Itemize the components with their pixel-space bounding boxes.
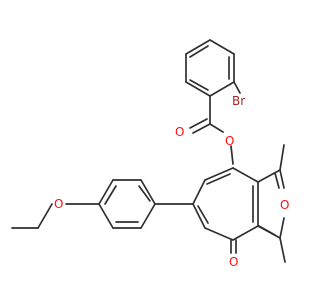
bond xyxy=(279,217,285,239)
bond xyxy=(185,39,211,55)
bond xyxy=(140,203,156,229)
bond xyxy=(98,203,114,229)
bond xyxy=(192,123,211,134)
bond xyxy=(197,205,209,224)
bond xyxy=(279,169,285,189)
structure-svg: Br O O O O O xyxy=(11,39,289,269)
atom-label-layer: Br O O O O O xyxy=(54,94,289,269)
bond xyxy=(204,167,234,181)
bond xyxy=(258,225,276,236)
bond xyxy=(189,45,209,58)
bond-layer xyxy=(11,39,286,263)
bond xyxy=(192,179,206,205)
bond xyxy=(104,185,117,205)
bond xyxy=(230,145,234,165)
atom-ketone-oxygen: O xyxy=(229,255,238,269)
bond xyxy=(138,185,151,202)
bond xyxy=(209,39,235,55)
bond xyxy=(192,203,206,229)
atom-furan-oxygen: O xyxy=(280,198,289,212)
bond xyxy=(274,172,280,189)
bond xyxy=(232,225,259,241)
molecule-diagram: Br O O O O O xyxy=(11,39,289,269)
bond xyxy=(189,79,209,91)
bond xyxy=(209,123,224,133)
atom-ester-oxygen: O xyxy=(225,134,234,148)
atom-ether-oxygen: O xyxy=(54,197,63,211)
atom-ester-carbonyl-oxygen: O xyxy=(175,125,184,139)
bond xyxy=(233,81,241,94)
bond xyxy=(279,144,285,171)
bond xyxy=(232,167,259,183)
bond xyxy=(206,173,231,185)
bond xyxy=(140,179,156,205)
bond xyxy=(209,81,235,97)
bond xyxy=(279,237,286,263)
bond xyxy=(189,118,208,129)
bond xyxy=(98,179,114,205)
bond xyxy=(257,169,281,183)
bond xyxy=(185,81,211,97)
bond xyxy=(204,227,234,241)
bond xyxy=(37,203,53,229)
atom-bromine: Br xyxy=(232,94,245,108)
